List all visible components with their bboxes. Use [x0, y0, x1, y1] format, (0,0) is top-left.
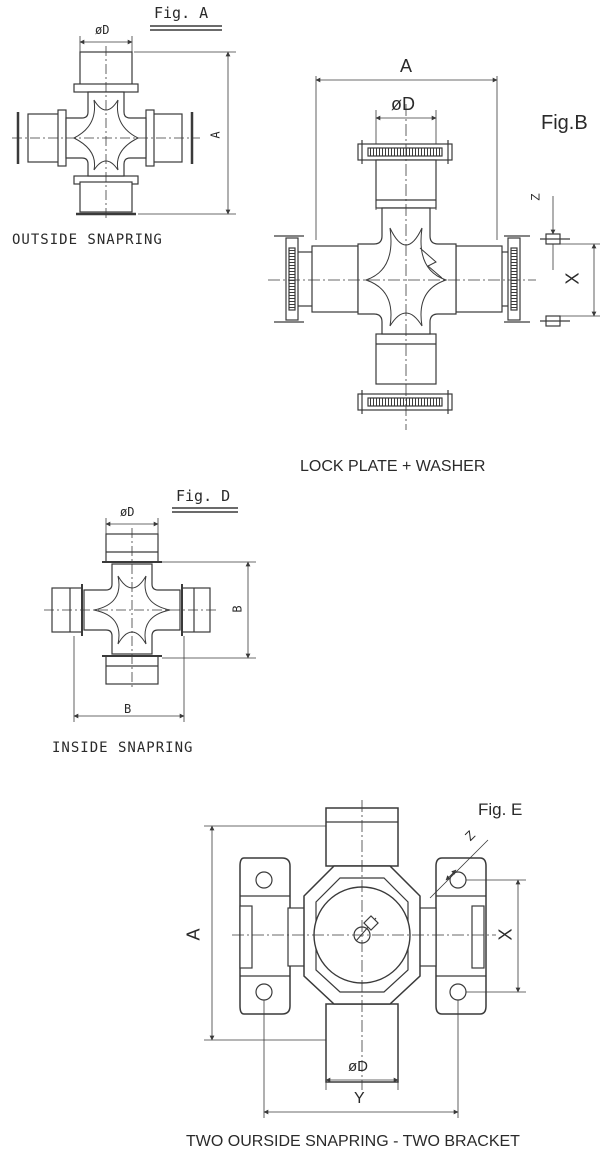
fig-d-dim-d: øD [120, 505, 135, 519]
fig-b-dim-a: A [400, 56, 413, 76]
fig-a-title: Fig. A [154, 4, 209, 22]
fig-e-dim-y: Y [354, 1090, 365, 1107]
fig-a-caption: OUTSIDE SNAPRING [12, 232, 163, 248]
fig-e-dim-a: A [183, 928, 204, 941]
fig-e-dim-d: øD [348, 1058, 368, 1075]
fig-b-dim-z: Z [528, 193, 543, 201]
fig-e-caption: TWO OURSIDE SNAPRING - TWO BRACKET [186, 1133, 520, 1150]
fig-a-dim-a: A [208, 131, 223, 139]
fig-b-caption: LOCK PLATE + WASHER [300, 458, 486, 475]
fig-d-caption: INSIDE SNAPRING [52, 740, 194, 756]
fig-e-drawing [204, 800, 526, 1118]
fig-b-dim-x: X [562, 272, 583, 285]
fig-e-title: Fig. E [478, 800, 523, 819]
fig-d-dim-b-horizontal: B [124, 702, 132, 716]
fig-d-title: Fig. D [176, 487, 231, 505]
fig-b-dim-d: øD [391, 94, 415, 114]
fig-d-dim-b-vertical: B [230, 605, 245, 613]
fig-a-drawing [12, 25, 236, 220]
fig-e-dim-x: X [495, 928, 516, 941]
fig-a-dim-d: øD [95, 23, 110, 37]
fig-b-drawing [268, 76, 600, 430]
fig-b-title: Fig.B [541, 112, 588, 134]
fig-d-drawing [44, 507, 256, 722]
